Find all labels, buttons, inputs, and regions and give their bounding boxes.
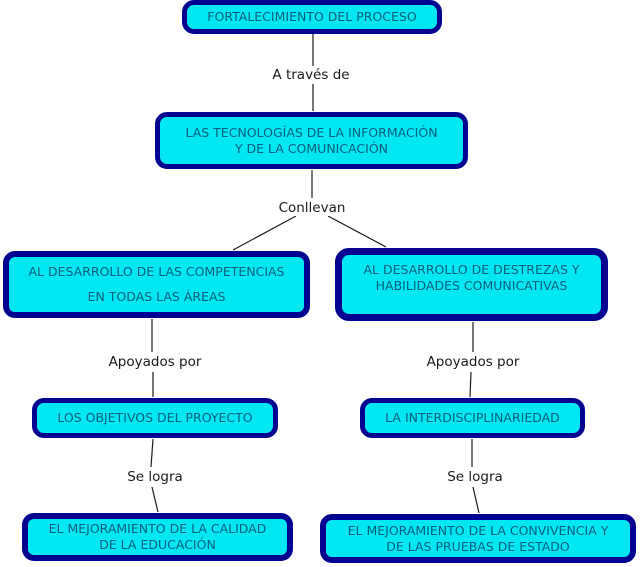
node-mejoramiento-calidad-educacion[interactable]: EL MEJORAMIENTO DE LA CALIDAD DE LA EDUC… xyxy=(22,513,293,561)
connector-line xyxy=(150,438,154,468)
node-label: LA INTERDISCIPLINARIEDAD xyxy=(385,410,560,426)
node-interdisciplinariedad[interactable]: LA INTERDISCIPLINARIEDAD xyxy=(360,398,585,438)
node-label: FORTALECIMIENTO DEL PROCESO xyxy=(207,9,417,25)
node-mejoramiento-convivencia-pruebas[interactable]: EL MEJORAMIENTO DE LA CONVIVENCIA Y DE L… xyxy=(320,514,636,563)
edge-label-conllevan[interactable]: Conllevan xyxy=(275,200,349,216)
node-label: Y DE LA COMUNICACIÓN xyxy=(234,140,389,156)
edge-label-apoyados-por-right[interactable]: Apoyados por xyxy=(423,354,523,370)
node-fortalecimiento-del-proceso[interactable]: FORTALECIMIENTO DEL PROCESO xyxy=(182,0,442,34)
edge-label-se-logra-left[interactable]: Se logra xyxy=(124,469,186,485)
connector-line xyxy=(472,486,480,514)
connector-line xyxy=(151,486,159,513)
connector-line xyxy=(232,215,297,251)
node-desarrollo-competencias[interactable]: AL DESARROLLO DE LAS COMPETENCIAS EN TOD… xyxy=(3,251,310,318)
node-label: EN TODAS LAS ÁREAS xyxy=(87,288,226,304)
node-objetivos-proyecto[interactable]: LOS OBJETIVOS DEL PROYECTO xyxy=(32,398,278,438)
node-label: LOS OBJETIVOS DEL PROYECTO xyxy=(57,410,253,426)
node-label: LAS TECNOLOGÍAS DE LA INFORMACIÓN xyxy=(185,124,438,140)
node-label: DE LA EDUCACIÓN xyxy=(99,537,216,552)
edge-label-se-logra-right[interactable]: Se logra xyxy=(444,469,506,485)
node-desarrollo-destrezas[interactable]: AL DESARROLLO DE DESTREZAS Y HABILIDADES… xyxy=(335,248,608,321)
connector-line xyxy=(327,215,387,248)
node-label: AL DESARROLLO DE DESTREZAS Y xyxy=(363,262,580,277)
node-label: DE LAS PRUEBAS DE ESTADO xyxy=(386,538,570,554)
edge-label-apoyados-por-left[interactable]: Apoyados por xyxy=(105,354,205,370)
node-label: EL MEJORAMIENTO DE LA CONVIVENCIA Y xyxy=(347,522,609,538)
node-label: EL MEJORAMIENTO DE LA CALIDAD xyxy=(48,521,267,537)
node-label: AL DESARROLLO DE LAS COMPETENCIAS xyxy=(28,264,285,280)
connector-line xyxy=(469,371,472,398)
edge-label-a-traves-de[interactable]: A través de xyxy=(269,67,353,83)
node-tecnologias-informacion-comunicacion[interactable]: LAS TECNOLOGÍAS DE LA INFORMACIÓN Y DE L… xyxy=(155,112,468,169)
node-label: HABILIDADES COMUNICATIVAS xyxy=(375,277,568,293)
